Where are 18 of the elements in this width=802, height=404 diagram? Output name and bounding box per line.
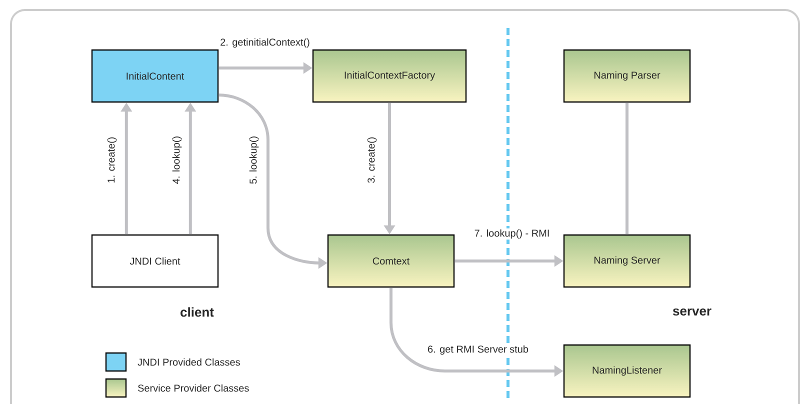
class-box: JNDI Client (91, 234, 219, 288)
legend-text: Service Provider Classes (138, 384, 249, 392)
zone-label: client (180, 307, 214, 317)
legend-text: JNDI Provided Classes (138, 358, 240, 366)
class-box: Comtext (327, 234, 455, 288)
edge-label: 1. create() (106, 136, 118, 184)
class-box: InitialContextFactory (312, 49, 467, 103)
edge-label: 5. lookup() (248, 134, 260, 186)
edge-label: 2. getinitialContext() (219, 37, 311, 49)
class-box: NamingListener (563, 344, 691, 398)
edge-label: 3. create() (366, 136, 378, 184)
class-box: Naming Server (563, 234, 691, 288)
class-box: Naming Parser (563, 49, 691, 103)
class-box: InitialContent (91, 49, 219, 103)
edge-label: 7. lookup() - RMI (473, 228, 551, 240)
edge-label: 4. lookup() (171, 134, 183, 186)
zone-label: server (672, 308, 712, 316)
edge-label: 6. get RMI Server stub (426, 344, 530, 356)
